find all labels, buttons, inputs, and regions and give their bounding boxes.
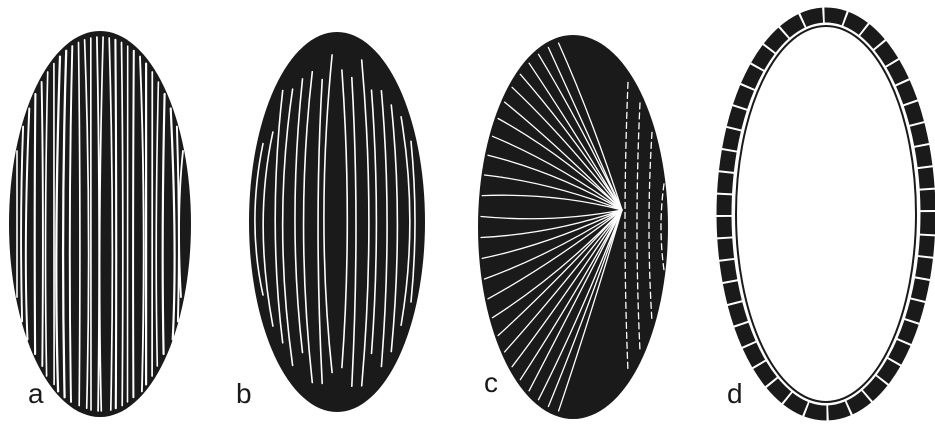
panel-d-label: d [727,378,743,409]
fiber-line [35,94,36,354]
panel-d: d [724,15,928,413]
panel-c-ellipse [478,35,668,419]
fiber-line [115,40,116,408]
fiber-line [133,51,134,397]
panel-c: c [478,35,668,419]
panel-a: a [9,31,191,417]
panel-b-label: b [236,378,252,409]
panel-c-label: c [484,367,498,398]
panel-d-inner-ellipse [736,26,916,402]
panel-a-label: a [28,378,44,409]
panel-b: b [236,32,425,412]
